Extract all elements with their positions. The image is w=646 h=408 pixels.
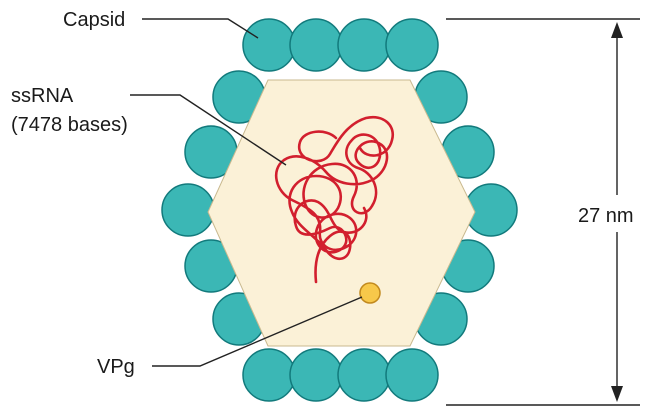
- capsomere: [290, 19, 342, 71]
- capsomere: [290, 349, 342, 401]
- vpg-label: VPg: [97, 356, 135, 378]
- capsomere: [386, 19, 438, 71]
- capsomere: [386, 349, 438, 401]
- capsomere: [243, 19, 295, 71]
- dimension-arrow-down: [611, 386, 623, 402]
- capsid-label: Capsid: [63, 9, 125, 31]
- capsid-leader-line: [142, 19, 258, 38]
- vpg-protein: [360, 283, 380, 303]
- ssrna-bases-label: (7478 bases): [11, 114, 128, 136]
- capsomere: [338, 19, 390, 71]
- ssrna-label: ssRNA: [11, 85, 74, 107]
- size-label: 27 nm: [578, 205, 634, 227]
- capsomere: [243, 349, 295, 401]
- capsomere: [162, 184, 214, 236]
- capsomere: [338, 349, 390, 401]
- dimension-arrow-up: [611, 22, 623, 38]
